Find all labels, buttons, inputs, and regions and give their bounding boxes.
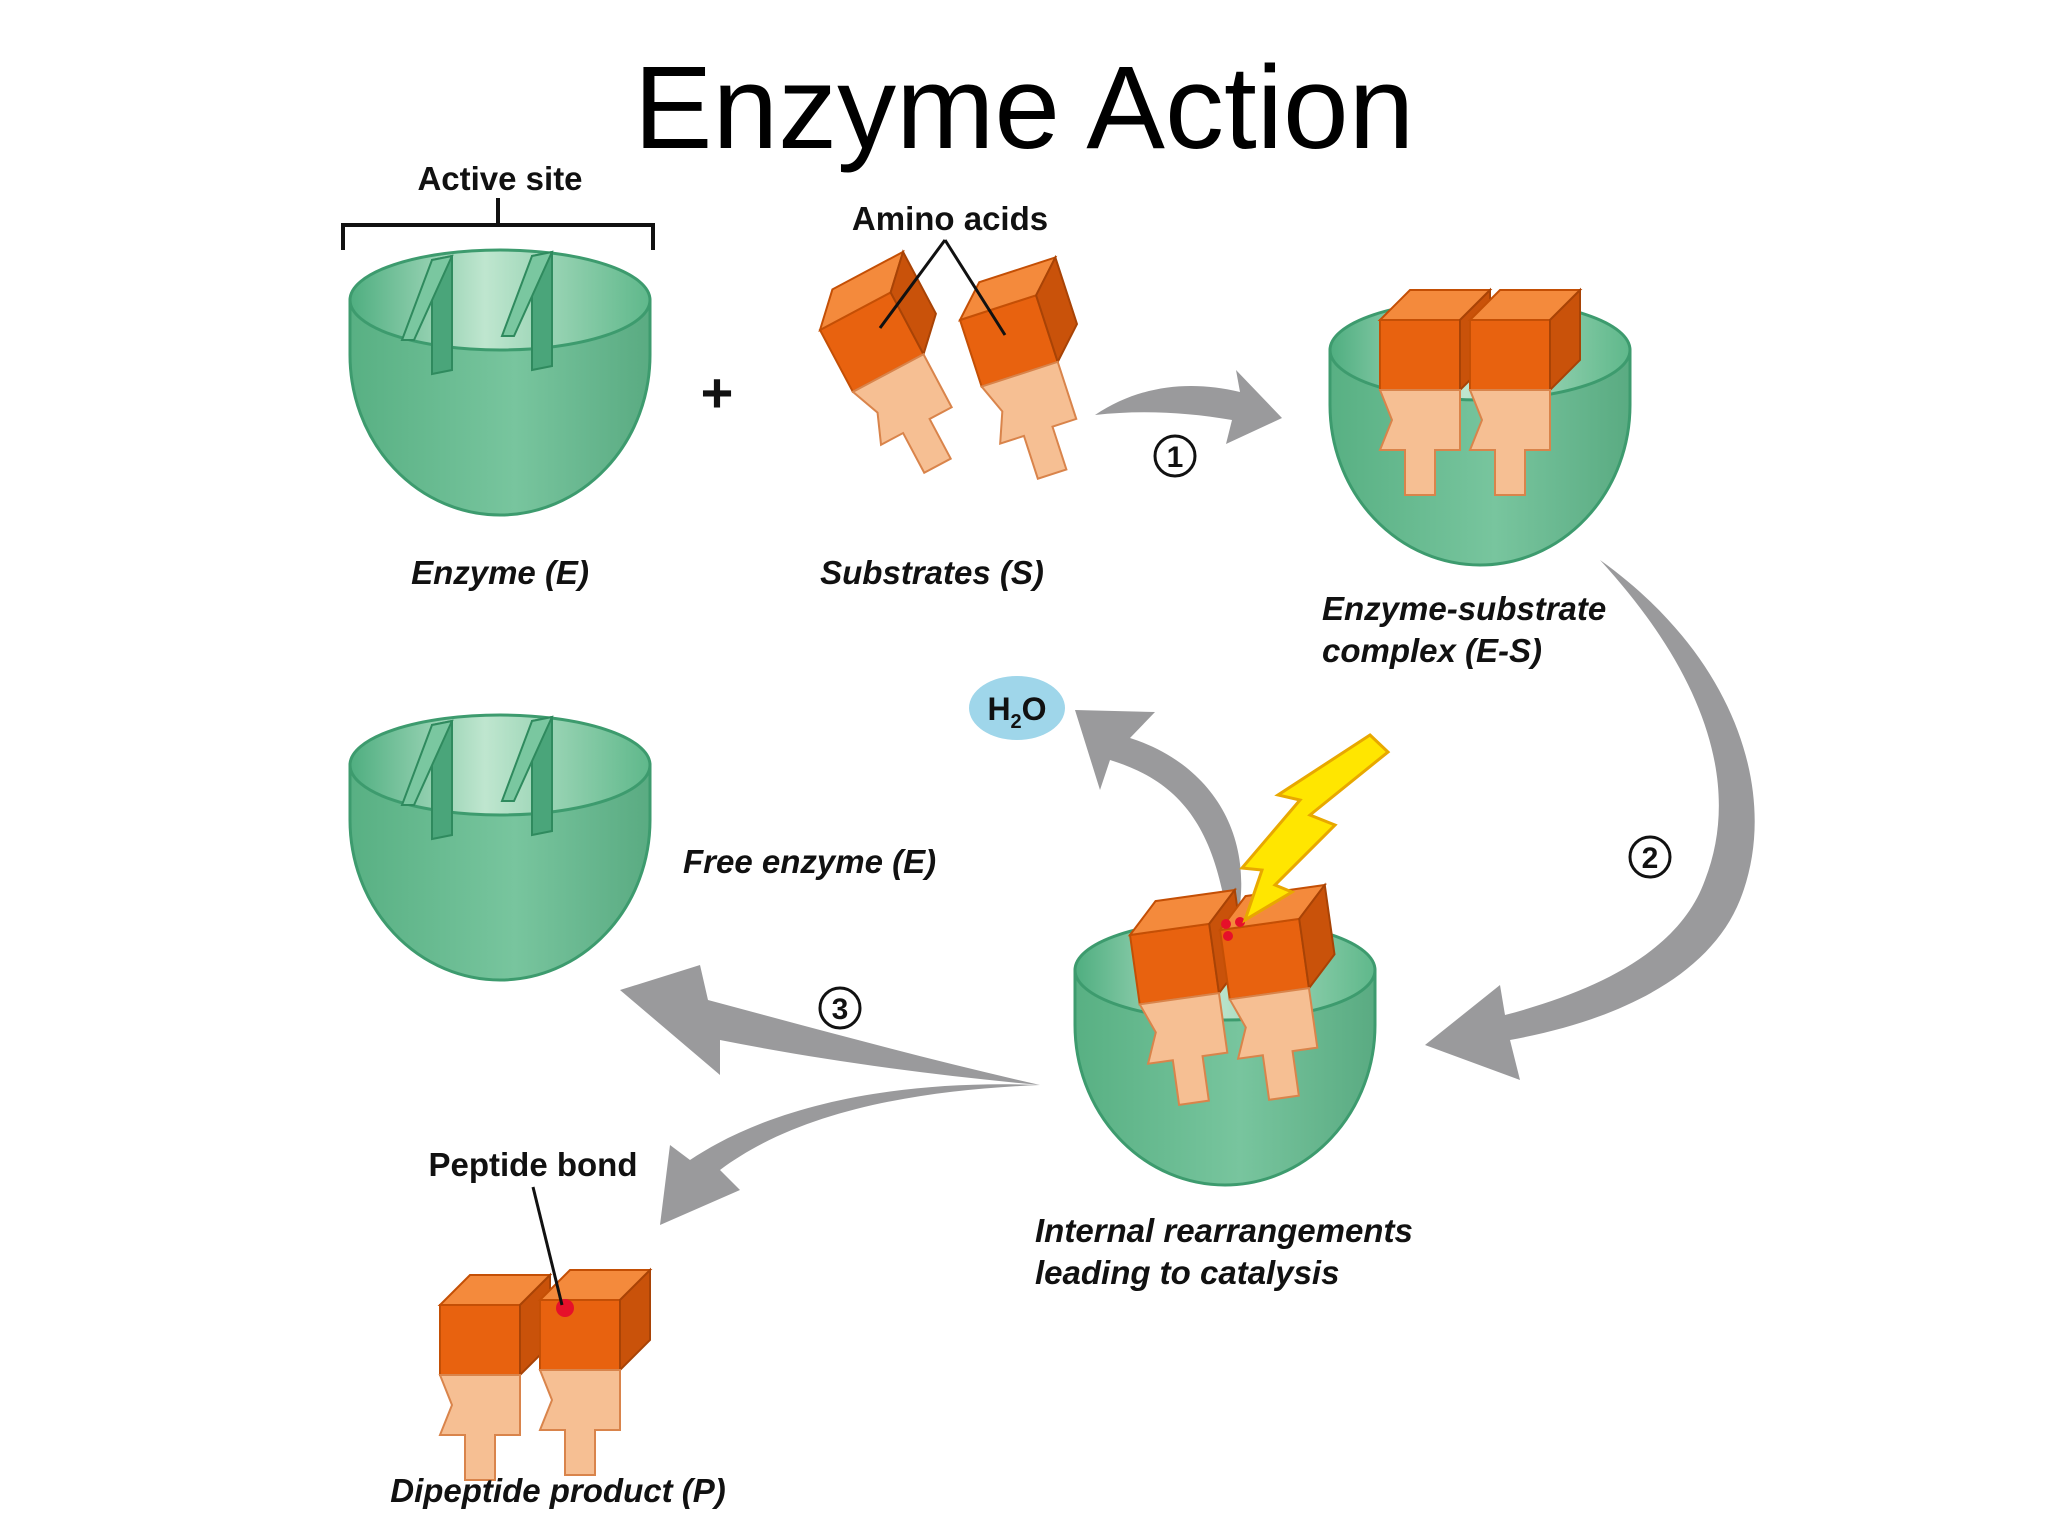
dipeptide-amino-acid-2 bbox=[539, 1269, 651, 1476]
reaction-dot bbox=[1221, 919, 1231, 929]
substrate-amino-acid-1 bbox=[804, 250, 1001, 486]
plus-sign: + bbox=[701, 361, 734, 424]
enzyme-label: Enzyme (E) bbox=[411, 554, 589, 591]
step-3-arrow-to-product bbox=[660, 1084, 1040, 1225]
peptide-bond-label: Peptide bond bbox=[429, 1146, 638, 1183]
substrates-label: Substrates (S) bbox=[820, 554, 1044, 591]
free-enzyme-shape bbox=[348, 713, 652, 982]
amino-acids-label: Amino acids bbox=[852, 200, 1048, 237]
step-2-arrow bbox=[1425, 560, 1755, 1080]
amino-acids-pointer-lines bbox=[878, 239, 1007, 336]
step-1-badge bbox=[1153, 434, 1197, 478]
step-1-number: 1 bbox=[1167, 441, 1184, 474]
dipeptide-label: Dipeptide product (P) bbox=[390, 1472, 725, 1509]
lightning-energy-icon bbox=[1238, 733, 1391, 924]
h2o-label: H2O bbox=[987, 691, 1046, 733]
page-title: Enzyme Action bbox=[634, 42, 1414, 174]
peptide-bond-marker bbox=[556, 1299, 574, 1317]
active-site-bracket bbox=[341, 198, 655, 250]
dipeptide-amino-acid-1 bbox=[439, 1274, 551, 1481]
enzyme-shape bbox=[348, 248, 652, 517]
reaction-dot bbox=[1235, 917, 1245, 927]
active-site-label: Active site bbox=[417, 160, 582, 197]
internal-rearrangements-line1: Internal rearrangements bbox=[1035, 1212, 1413, 1249]
reaction-dot bbox=[1223, 931, 1233, 941]
step-1-arrow bbox=[1095, 370, 1282, 444]
es-complex-label-line1: Enzyme-substrate bbox=[1322, 590, 1606, 627]
step-3-arrow-to-enzyme bbox=[620, 965, 1040, 1085]
h2o-bubble bbox=[969, 676, 1065, 740]
es-complex-label-line2: complex (E-S) bbox=[1322, 632, 1542, 669]
step-3-number: 3 bbox=[832, 993, 849, 1026]
water-release-arrow bbox=[1075, 710, 1242, 905]
internal-rearrangements-line2: leading to catalysis bbox=[1035, 1254, 1339, 1291]
peptide-bond-pointer bbox=[531, 1186, 564, 1306]
step-3-badge bbox=[818, 986, 862, 1030]
step-2-badge bbox=[1628, 835, 1672, 879]
free-enzyme-label: Free enzyme (E) bbox=[683, 843, 936, 880]
step-2-number: 2 bbox=[1642, 842, 1659, 875]
substrate-amino-acid-2 bbox=[949, 256, 1120, 488]
